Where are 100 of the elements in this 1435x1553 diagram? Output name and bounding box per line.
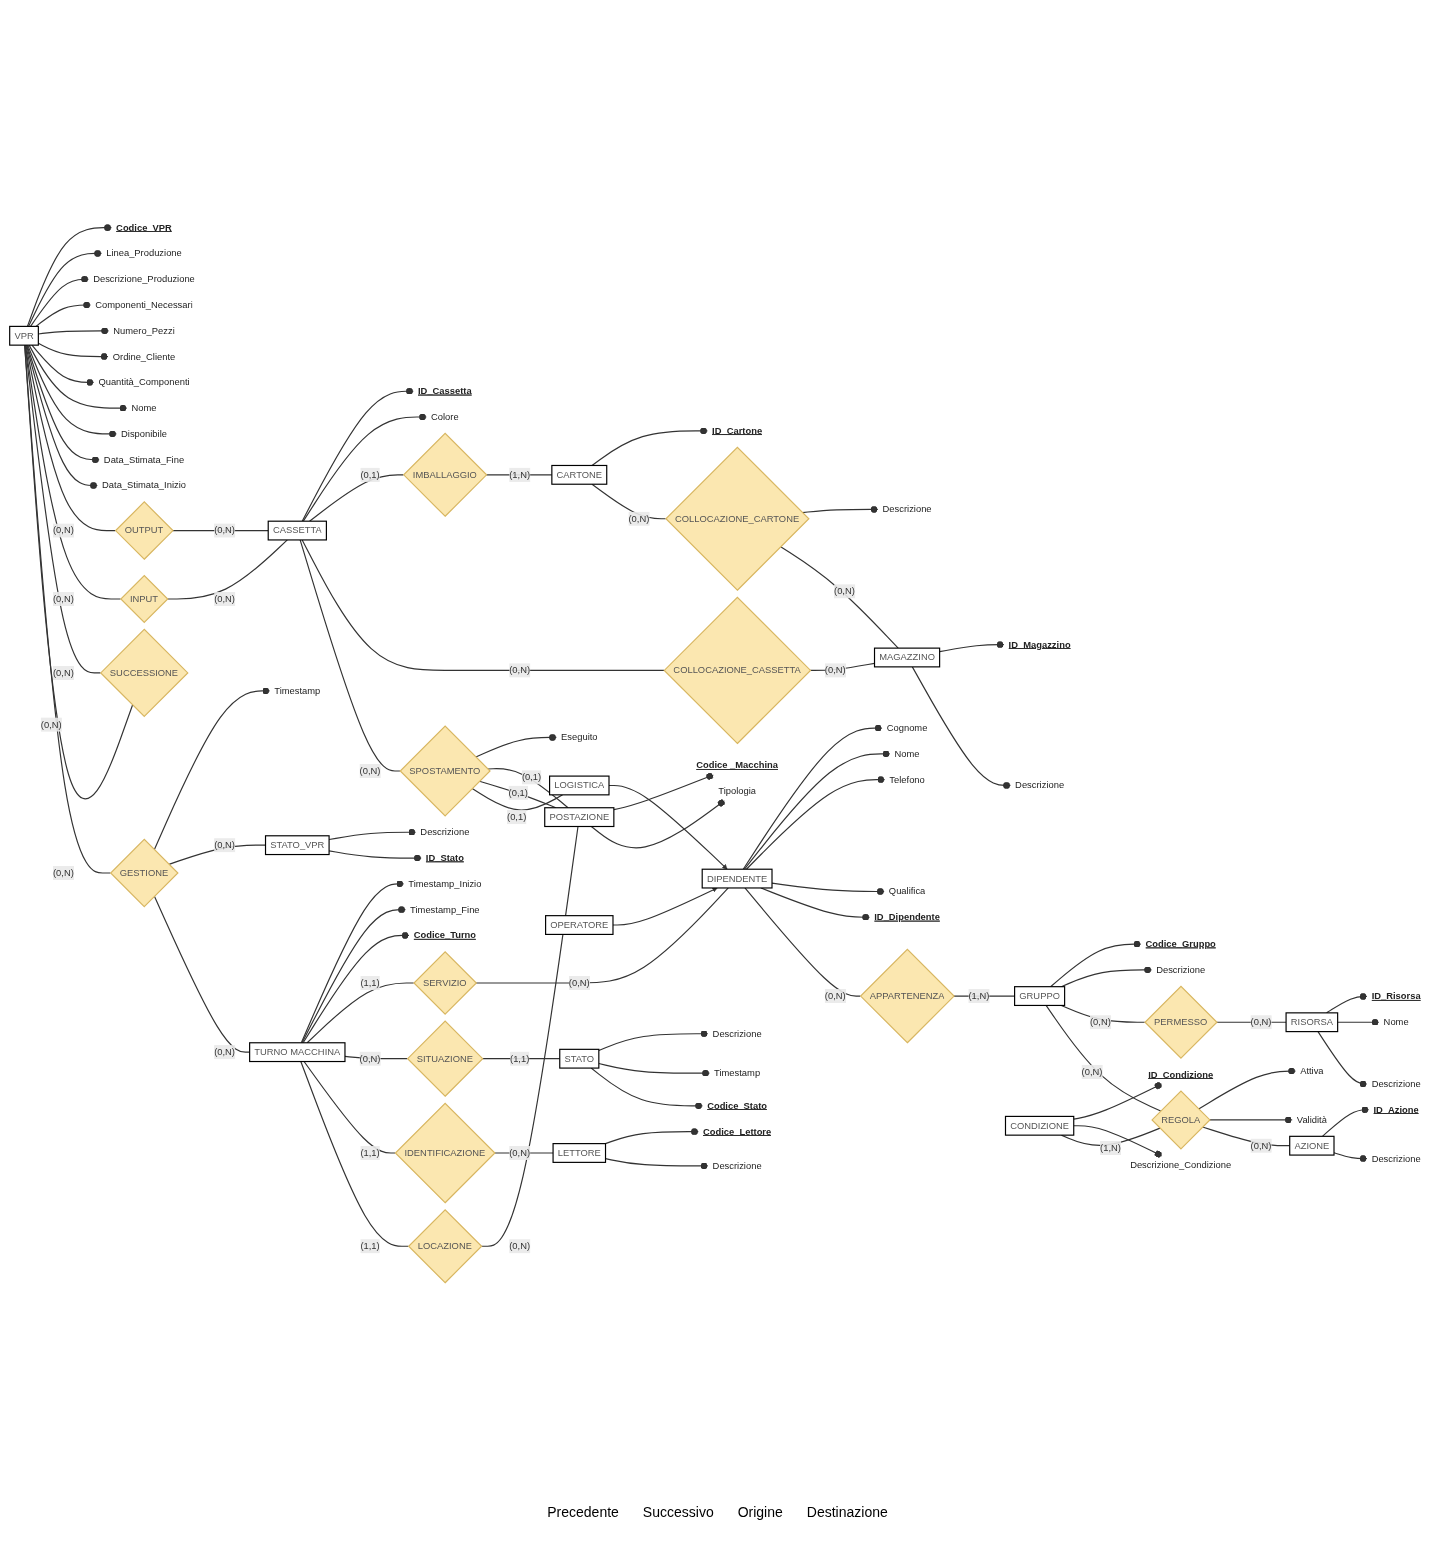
- edge-label: (0,N): [509, 664, 531, 675]
- edge-label: (1,1): [360, 1240, 380, 1251]
- connector: [24, 344, 122, 600]
- edge-label: (0,N): [1089, 1016, 1111, 1027]
- edge-label: (1,1): [360, 1147, 380, 1158]
- connector: [35, 300, 92, 327]
- connector: [598, 1029, 709, 1051]
- node-box: POSTAZIONE: [544, 806, 615, 827]
- connector: [591, 426, 708, 466]
- connector: [1321, 1105, 1370, 1137]
- edge-label: (0,N): [628, 513, 650, 523]
- connector: [742, 724, 883, 870]
- connector: [27, 249, 103, 327]
- role-label: Precedente: [547, 1504, 619, 1520]
- connector: [308, 473, 404, 522]
- node-box: OPERATORE: [545, 914, 614, 935]
- edge-label: (0,N): [834, 585, 855, 596]
- connector: [1333, 1151, 1368, 1162]
- connector: [475, 733, 557, 758]
- connector: [302, 931, 410, 1043]
- connector: [760, 886, 871, 921]
- edge-label: (0,N): [1081, 1066, 1103, 1077]
- role-label: Origine: [737, 1504, 783, 1520]
- connector: [1045, 1004, 1162, 1112]
- edge-label: (0,1): [521, 771, 542, 782]
- node-box: MAGAZZINO: [873, 647, 941, 667]
- node-text: Validità: [1296, 1114, 1327, 1125]
- connector: [1060, 1127, 1161, 1146]
- node-text: Numero_Pezzi: [113, 325, 175, 335]
- node-text: Data_Stimata_Inizio: [102, 479, 186, 490]
- node-text: Nome: [894, 748, 920, 759]
- node-box: CASSETTA: [267, 520, 327, 541]
- node-diamond: SUCCESSIONE: [99, 628, 189, 717]
- node-text: Nome: [131, 402, 157, 413]
- edge-label: (1,1): [360, 977, 380, 988]
- node-text: Timestamp: [274, 685, 321, 696]
- connector: [1073, 1081, 1163, 1120]
- node-diamond: REGOLA: [1151, 1089, 1211, 1150]
- edge-label: (0,N): [1250, 1139, 1272, 1150]
- connector: [172, 529, 269, 531]
- node-box: CARTONE: [551, 464, 608, 485]
- node-text: Descrizione: [712, 1027, 762, 1038]
- connector: [27, 344, 117, 437]
- connector: [300, 1060, 409, 1247]
- edge-label: (1,1): [510, 1052, 530, 1063]
- node-text: Codice_Stato: [707, 1100, 768, 1111]
- node-text: Nome: [1383, 1016, 1409, 1027]
- connector: [24, 344, 111, 874]
- connector: [1337, 1018, 1380, 1026]
- node-text: Descrizione_Condizione: [1130, 1159, 1232, 1170]
- connector: [28, 344, 128, 412]
- node-box: DIPENDENTE: [701, 868, 773, 889]
- node-diamond: INPUT: [120, 574, 169, 623]
- node-text: Descrizione: [1156, 964, 1206, 975]
- node-text: Telefono: [889, 773, 925, 784]
- node-text: ID_Cassetta: [418, 385, 472, 396]
- connector: [1317, 1030, 1368, 1087]
- edge-label: (0,N): [53, 593, 74, 604]
- node-diamond: COLLOCAZIONE_CASSETTA: [663, 595, 812, 744]
- connector: [153, 686, 271, 850]
- node-diamond: PERMESSO: [1144, 984, 1218, 1059]
- node-box: GRUPPO: [1014, 985, 1066, 1006]
- connector: [300, 879, 405, 1043]
- connector: [301, 905, 406, 1043]
- node-text: Codice _Macchina: [696, 759, 779, 770]
- edge-label: (0,N): [214, 593, 235, 604]
- node-diamond: COLLOCAZIONE_CARTONE: [665, 446, 810, 591]
- connector: [25, 344, 98, 489]
- connector: [598, 1062, 710, 1077]
- connector: [302, 412, 427, 522]
- arrow: [608, 784, 728, 869]
- node-box: RISORSA: [1285, 1011, 1339, 1032]
- edge-label: (0,N): [568, 977, 590, 988]
- node-text: ID_Condizione: [1148, 1068, 1214, 1079]
- connector: [29, 275, 90, 327]
- connector: [31, 344, 95, 386]
- node-text: Eseguito: [561, 731, 598, 742]
- edge-label: (0,N): [214, 524, 235, 535]
- connector: [24, 344, 134, 799]
- node-text: ID_Dipendente: [874, 911, 940, 922]
- node-text: Tipologia: [718, 785, 756, 796]
- node-diamond: GESTIONE: [109, 838, 179, 907]
- node-text: Codice_VPR: [116, 221, 172, 232]
- connector: [24, 344, 102, 674]
- node-text: Disponibile: [121, 428, 167, 439]
- node-text: ID_Cartone: [712, 425, 763, 436]
- node-box: CONDIZIONE: [1004, 1115, 1075, 1136]
- node-diamond: SPOSTAMENTO: [399, 724, 491, 817]
- edge-label: (0,N): [509, 1240, 531, 1251]
- node-text: Timestamp: [714, 1067, 761, 1078]
- node-diamond: APPARTENENZA: [859, 948, 955, 1044]
- edge-label: (0,N): [53, 524, 74, 535]
- node-text: Descrizione_Produzione: [93, 273, 195, 284]
- node-text: Data_Stimata_Fine: [103, 453, 185, 464]
- edge-label: (0,N): [40, 718, 62, 729]
- node-box: STATO: [559, 1048, 600, 1069]
- edge-label: (0,N): [53, 867, 74, 878]
- node-box: VPR: [9, 325, 39, 346]
- connector: [1326, 992, 1368, 1013]
- connector: [303, 1060, 396, 1154]
